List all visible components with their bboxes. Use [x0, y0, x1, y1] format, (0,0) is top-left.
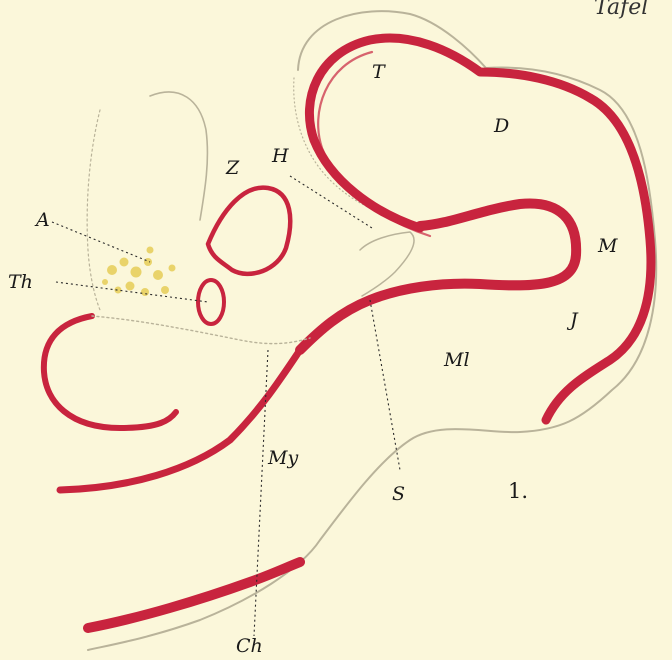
label-ml: Ml [443, 349, 470, 371]
label-th: Th [8, 271, 33, 293]
label-a: A [34, 209, 50, 231]
yolk-cluster [102, 247, 176, 297]
neural-wall-dorsal [309, 38, 651, 420]
label-m: M [597, 235, 618, 257]
label-j: J [566, 309, 579, 331]
plate-corner-text: Tafel [594, 0, 648, 20]
label-z: Z [225, 157, 240, 179]
neural-wall-fold [300, 203, 576, 350]
label-d: D [493, 115, 509, 137]
label-s: S [392, 483, 405, 505]
leader-lines [52, 176, 400, 636]
label-t: T [372, 61, 386, 83]
label-ch: Ch [236, 635, 263, 657]
optic-loop [87, 92, 290, 310]
figure-number: 1. [508, 479, 528, 503]
label-my: My [267, 447, 298, 469]
small-oval [198, 280, 224, 324]
forebrain-loop [44, 316, 310, 428]
neural-wall-ventral [60, 350, 300, 490]
labels: T D H Z A Th M J Ml My S Ch 1. [8, 61, 618, 657]
lower-wall-ch [88, 562, 300, 628]
label-h: H [271, 145, 289, 167]
